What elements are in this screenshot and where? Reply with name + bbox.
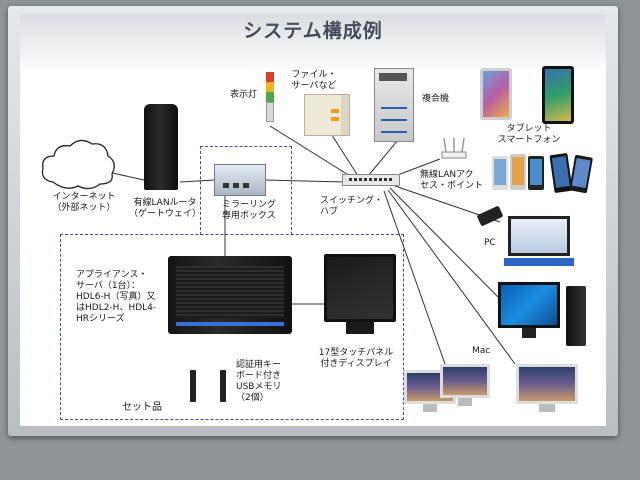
- smartphone-devices: [488, 152, 598, 196]
- indicator-light-label: 表示灯: [230, 90, 258, 100]
- router-label: 有線LANルータ （ゲートウェイ）: [128, 198, 201, 219]
- touch-panel-stand: [346, 322, 374, 334]
- internet-label: インターネット （外部ネット）: [52, 192, 116, 213]
- pc-device: [504, 216, 578, 268]
- mac-label: Mac: [472, 346, 491, 356]
- usb-key-device-1: [190, 370, 196, 402]
- appliance-server-device: [168, 256, 292, 334]
- file-server-label: ファイル・ サーバなど: [291, 70, 337, 91]
- desktop-tower-device: [566, 286, 586, 346]
- switching-hub-label: スイッチング・ ハブ: [320, 196, 384, 217]
- connection-lines: [107, 125, 516, 365]
- imac-device-2: [440, 364, 490, 410]
- router-device: [144, 104, 178, 190]
- desktop-monitor-device: [498, 282, 560, 328]
- tablet-device-1: [480, 68, 512, 120]
- wireless-ap-icon: [441, 137, 467, 159]
- switching-hub-device: [342, 174, 400, 186]
- appliance-server-label: アプライアンス・ サーバ（1台）： HDL6-H（写真）又 はHDL2-H、HD…: [76, 270, 157, 324]
- mfp-label: 複合機: [422, 94, 450, 104]
- touch-panel-label: 17型タッチパネル 付きディスプレイ: [318, 348, 394, 369]
- pc-label: PC: [484, 238, 496, 248]
- wireless-ap-label: 無線LANアク セス・ポイント: [420, 170, 484, 191]
- touch-panel-display-device: [324, 254, 396, 322]
- imac-device-3: [516, 364, 578, 416]
- set-product-boundary-lower: [60, 234, 404, 420]
- mirroring-box-label: ミラーリング 専用ボックス: [222, 200, 277, 221]
- set-product-boundary: [200, 146, 292, 235]
- mirroring-box-device: [214, 164, 266, 196]
- file-server-device: [304, 94, 350, 136]
- set-product-label: セット品: [122, 402, 162, 413]
- internet-cloud-icon: [41, 139, 115, 190]
- system-diagram-poster: システム構成例 インターネット （外部ネット） 有線LANルータ （ゲートウェイ…: [20, 14, 606, 426]
- diagram-title: システム構成例: [243, 20, 383, 42]
- desktop-stand: [522, 328, 536, 338]
- usb-key-label: 認証用キー ボード付き USBメモリ （2個）: [236, 360, 282, 403]
- tablet-device-2: [542, 66, 574, 124]
- mfp-device: [374, 68, 414, 142]
- usb-key-device-2: [220, 370, 226, 402]
- tablet-smartphone-label: タブレット スマートフォン: [497, 124, 561, 145]
- indicator-light-device: [266, 72, 274, 122]
